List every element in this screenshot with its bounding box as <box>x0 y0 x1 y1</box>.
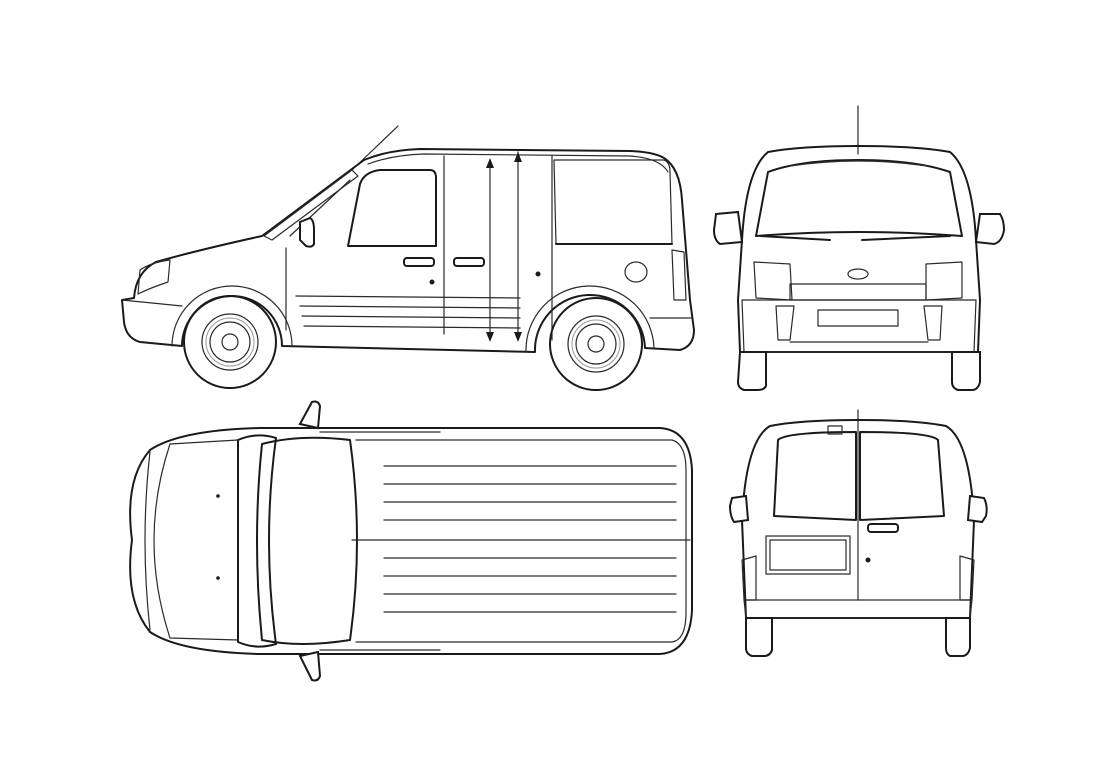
rear-left-tire <box>745 617 773 657</box>
front-left-headlight <box>753 261 793 301</box>
side-body-outline <box>121 148 695 353</box>
front-grille <box>789 283 927 301</box>
side-roof-line <box>367 153 669 173</box>
side-front-window <box>347 169 437 247</box>
side-windshield <box>263 169 359 241</box>
side-rear-wheel <box>549 297 643 391</box>
front-body-outline <box>737 145 981 353</box>
side-lock-dot-2 <box>535 271 541 277</box>
rear-right-mirror <box>966 494 988 524</box>
rear-body-outline <box>741 419 975 619</box>
top-right-mirror <box>298 650 322 682</box>
side-view <box>121 125 695 391</box>
side-arrow-up-2 <box>514 152 522 162</box>
front-right-tire <box>951 351 981 391</box>
side-strip-2 <box>299 305 521 309</box>
rear-left-window <box>773 431 857 521</box>
rear-bumper <box>743 599 973 619</box>
rear-lock <box>865 557 871 563</box>
front-windshield <box>755 159 963 237</box>
front-left-mirror <box>712 210 744 246</box>
side-strip-1 <box>295 295 521 299</box>
side-slide-handle <box>453 257 485 267</box>
rear-right-window <box>859 431 945 521</box>
rear-left-mirror <box>728 494 750 524</box>
top-side-rails <box>319 431 441 651</box>
front-fog-lights <box>775 305 943 341</box>
side-arrow-down-1 <box>486 332 494 342</box>
front-logo <box>847 268 869 280</box>
side-front-wheel <box>183 295 277 389</box>
top-roof-ribs <box>383 465 677 613</box>
front-view <box>712 105 1006 391</box>
top-body-outline <box>129 427 693 655</box>
side-rear-arch <box>525 285 655 353</box>
top-cargo-roof <box>355 439 687 643</box>
top-washer-left <box>216 494 220 498</box>
rear-right-tire <box>945 617 971 657</box>
side-lock-dot-1 <box>429 279 435 285</box>
side-front-arch <box>171 285 293 347</box>
side-taillight <box>671 249 687 301</box>
rear-plate-recess <box>765 535 851 575</box>
side-bumper-line <box>121 299 183 307</box>
top-hood <box>153 439 239 641</box>
top-washer-right <box>216 576 220 580</box>
side-strip-3 <box>301 315 521 319</box>
rear-door-handle <box>867 523 899 533</box>
side-fuel-cap <box>624 261 648 283</box>
rear-plate <box>769 539 847 571</box>
front-wipers <box>759 235 951 241</box>
rear-view <box>728 409 988 657</box>
top-view <box>129 400 693 682</box>
top-cabin-roof <box>256 436 358 645</box>
side-mirror <box>299 216 315 248</box>
side-front-handle <box>403 257 435 267</box>
top-left-mirror <box>298 400 322 430</box>
front-plate <box>817 309 899 327</box>
side-arrow-down-2 <box>514 332 522 342</box>
top-hood-edge <box>144 451 151 631</box>
side-strip-4 <box>303 325 521 329</box>
front-right-mirror <box>974 213 1006 246</box>
front-right-headlight <box>925 261 963 301</box>
side-headlight <box>137 259 171 295</box>
side-arrow-up-1 <box>486 158 494 168</box>
front-left-tire <box>736 351 767 391</box>
rear-brake-light <box>827 425 843 435</box>
top-windshield <box>237 434 277 648</box>
side-rear-panel <box>553 159 673 245</box>
front-roof-line <box>789 160 929 167</box>
